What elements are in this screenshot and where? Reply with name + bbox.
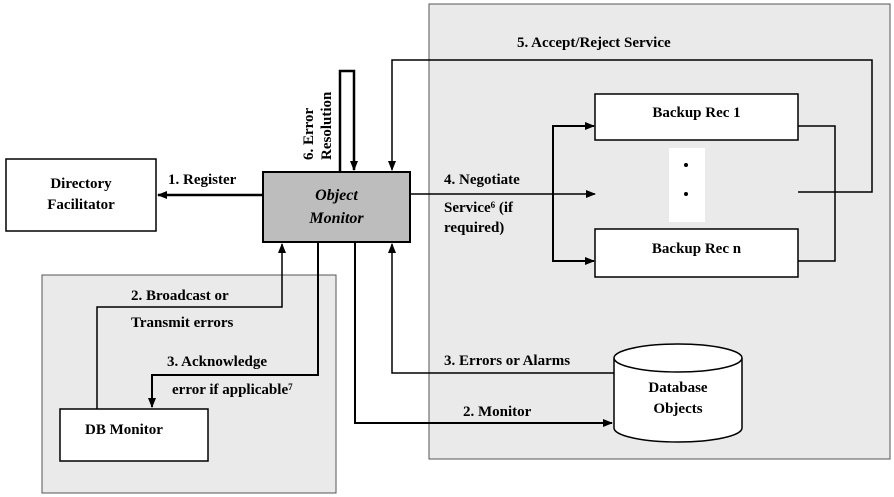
database-objects-cylinder (613, 343, 743, 443)
object-monitor-label: Object Monitor (263, 172, 410, 242)
directory-facilitator-line2: Facilitator (47, 197, 115, 213)
acknowledge-label-error: error if applicable (172, 382, 289, 398)
acknowledge-arrow (148, 242, 319, 408)
negotiate-footnote: 6 (490, 200, 496, 210)
acknowledge-footnote: 7 (288, 382, 293, 392)
broadcast-label-line2: Transmit errors (131, 315, 234, 331)
accept-reject-label: 5. Accept/Reject Service (517, 35, 671, 51)
broadcast-arrow (96, 243, 286, 409)
error-resolution-label: 6. Error Resolution (300, 92, 336, 160)
accept-reject-arrow (388, 59, 873, 193)
directory-facilitator-label: Directory Facilitator (6, 159, 156, 231)
monitor-label: 2. Monitor (463, 404, 532, 420)
ellipsis-dot-top (684, 163, 688, 167)
error-resolution-line2: Resolution (319, 91, 335, 160)
database-objects-label: Database Objects (614, 376, 742, 422)
errors-alarms-label: 3. Errors or Alarms (444, 353, 571, 369)
backup-rec-1-label: Backup Rec 1 (652, 104, 741, 121)
object-monitor-box (262, 171, 411, 243)
broadcast-label-line1: 2. Broadcast or (131, 288, 229, 304)
object-monitor-line2: Monitor (309, 210, 364, 227)
backup-rec-1-box (594, 93, 799, 141)
error-resolution-arrow (338, 69, 358, 172)
acknowledge-label-line2: error if applicable7 (172, 381, 293, 399)
backup-rec-n-label: Backup Rec n (651, 240, 742, 257)
database-objects-line2: Objects (653, 401, 703, 417)
backup-connector (798, 125, 836, 262)
error-resolution-line1: 6. Error (301, 107, 317, 160)
negotiate-label-service: Service (444, 200, 491, 216)
register-label: 1. Register (168, 172, 237, 188)
db-monitor-box (59, 408, 209, 462)
dots-strip (669, 148, 705, 222)
negotiate-label-line2: Service6 (if (444, 199, 513, 217)
backup-rec-n-box (594, 228, 799, 278)
ellipsis-dot-bottom (684, 192, 688, 196)
acknowledge-label-line1: 3. Acknowledge (167, 354, 268, 370)
directory-facilitator-box (5, 158, 157, 232)
monitor-arrow (354, 242, 613, 427)
directory-facilitator-line1: Directory (50, 176, 112, 192)
negotiate-label-line3: required) (444, 220, 505, 236)
errors-alarms-arrow (388, 243, 614, 374)
negotiate-label-if: (if (495, 200, 514, 216)
database-objects-line1: Database (648, 380, 708, 396)
bracket-to-backup-1 (552, 122, 595, 262)
negotiate-label-line1: 4. Negotiate (444, 172, 520, 188)
object-monitor-line1: Object (315, 187, 358, 204)
db-monitor-label: DB Monitor (85, 421, 163, 438)
